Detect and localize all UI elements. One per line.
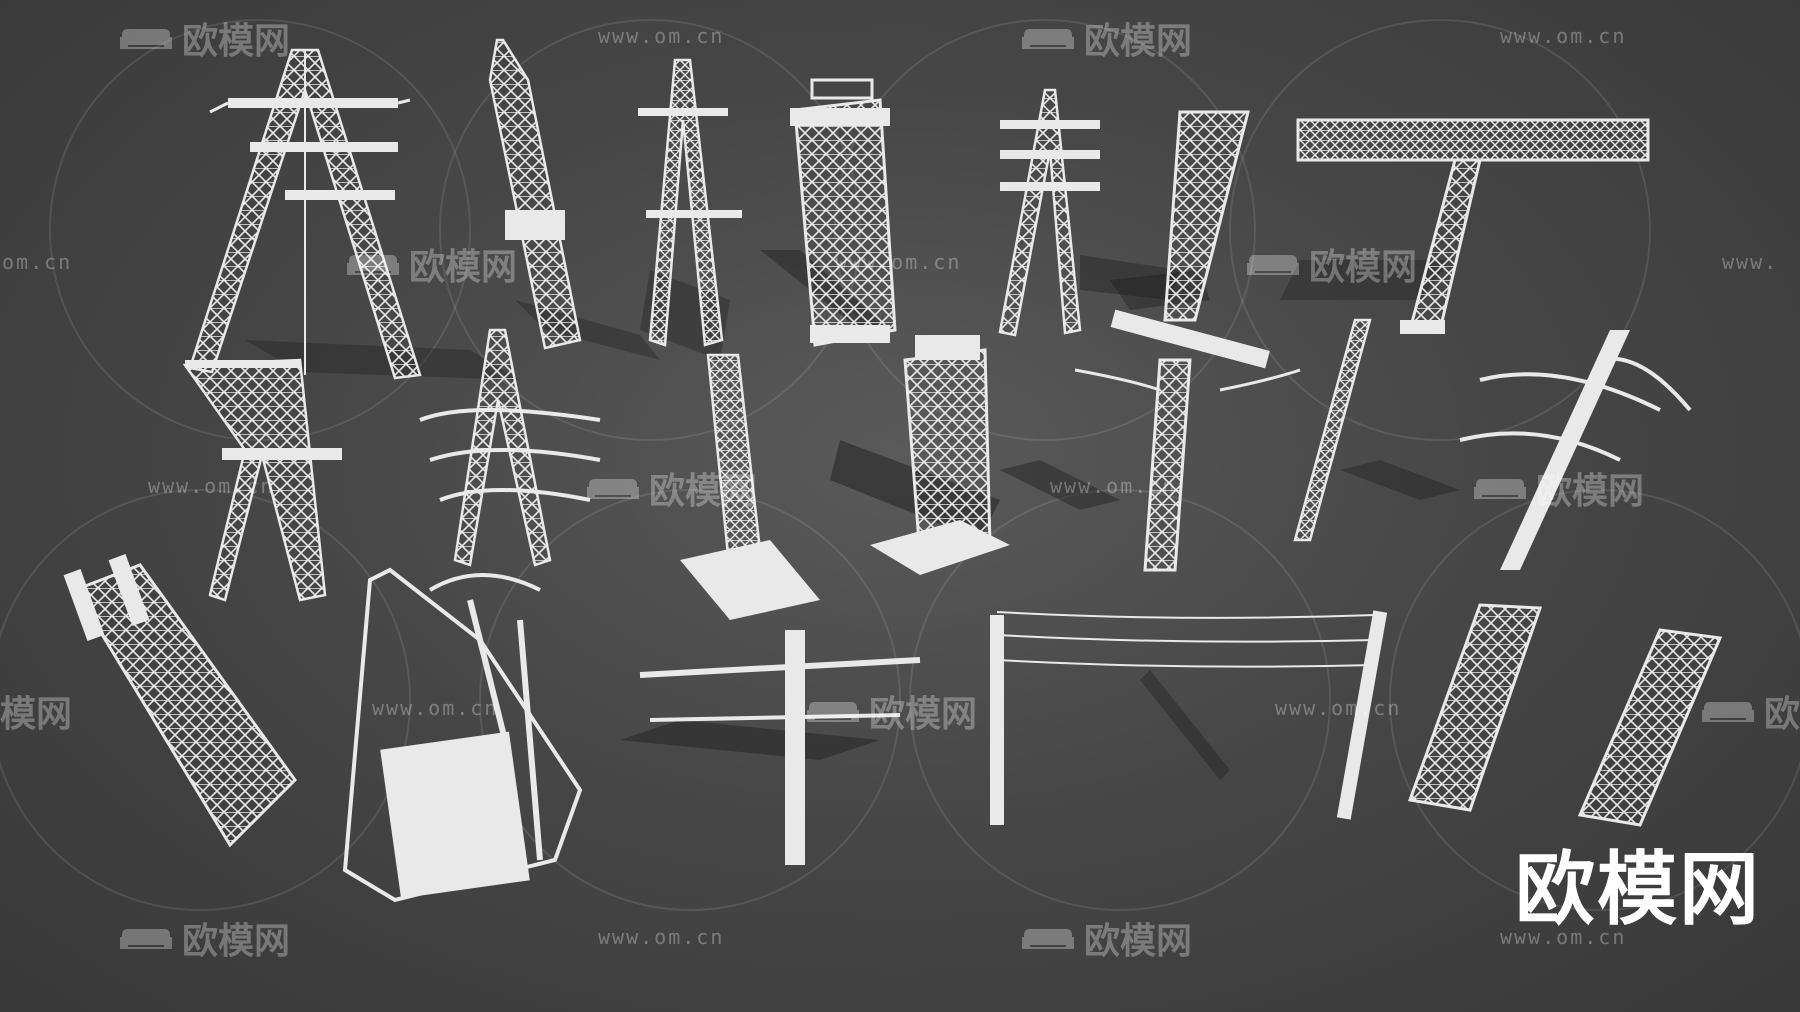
lattice-segment-1 (1407, 603, 1543, 812)
slim-tower-cross-arms (638, 58, 742, 360)
lattice-segment-2 (1577, 628, 1723, 827)
lattice-tower-multi-arm (188, 48, 520, 380)
gantry-frame (1280, 118, 1650, 334)
cable-pole (1459, 330, 1692, 570)
transmission-tower (998, 88, 1180, 337)
boxed-lattice-tower (760, 78, 897, 347)
boxed-tower-plinth (830, 335, 1010, 575)
line-poles-with-wires (990, 610, 1388, 825)
substation-transformer (342, 567, 583, 903)
plinth-tower (680, 353, 820, 620)
brand-logo: 欧模网 (1515, 843, 1761, 936)
insulator-tower (419, 328, 601, 567)
stair-tower (1110, 110, 1250, 322)
lying-lattice-tower (63, 554, 297, 848)
thin-mast (1293, 318, 1460, 542)
waist-lattice-tower (182, 358, 342, 602)
t-pole (1000, 309, 1301, 572)
obelisk-lattice-tower (488, 38, 660, 360)
concrete-pole-crossarm (620, 630, 921, 865)
